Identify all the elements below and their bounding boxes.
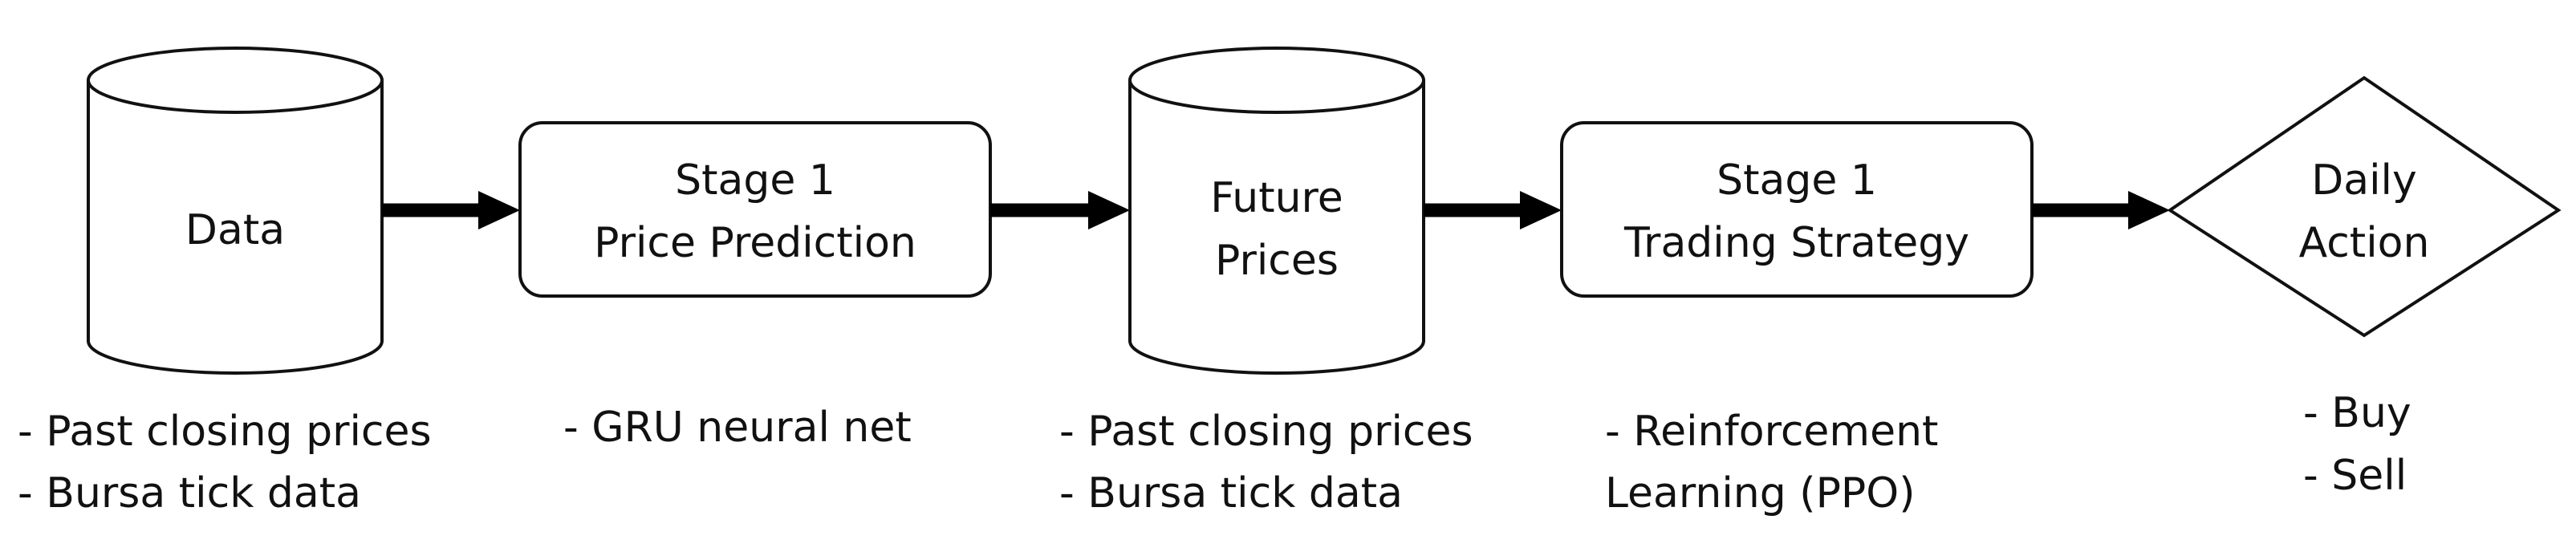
future-note-1: - Past closing prices — [1059, 408, 1473, 456]
arrow-data-to-prediction — [382, 191, 520, 229]
action-note-1: - Buy — [2303, 389, 2411, 437]
daily-action-diamond: Daily Action — [2167, 75, 2562, 338]
price-prediction-box: Stage 1 Price Prediction — [518, 121, 992, 298]
price-prediction-line1: Stage 1 — [675, 156, 835, 205]
action-note-2: - Sell — [2303, 452, 2407, 500]
trading-strategy-line2: Trading Strategy — [1623, 219, 1969, 267]
arrow-future-to-trading — [1424, 191, 1562, 229]
trading-strategy-line1: Stage 1 — [1717, 156, 1877, 205]
daily-action-line1: Daily — [2311, 156, 2417, 205]
data-note-2: - Bursa tick data — [18, 469, 361, 518]
future-prices-cylinder: Future Prices — [1128, 47, 1425, 375]
prediction-note-1: - GRU neural net — [563, 404, 912, 452]
price-prediction-line2: Price Prediction — [594, 219, 916, 267]
daily-action-line2: Action — [2299, 219, 2430, 267]
future-prices-line1: Future — [1210, 174, 1343, 222]
data-cylinder: Data — [87, 47, 384, 375]
data-label: Data — [185, 206, 285, 254]
trading-strategy-box: Stage 1 Trading Strategy — [1560, 121, 2034, 298]
notes: - Past closing prices - Bursa tick data … — [18, 389, 2411, 518]
future-prices-line2: Prices — [1215, 237, 1339, 285]
arrow-trading-to-action — [2032, 191, 2170, 229]
data-note-1: - Past closing prices — [18, 408, 432, 456]
trading-note-1: - Reinforcement — [1605, 408, 1938, 456]
arrow-prediction-to-future — [990, 191, 1130, 229]
future-note-2: - Bursa tick data — [1059, 469, 1403, 518]
trading-note-2: Learning (PPO) — [1605, 469, 1916, 518]
